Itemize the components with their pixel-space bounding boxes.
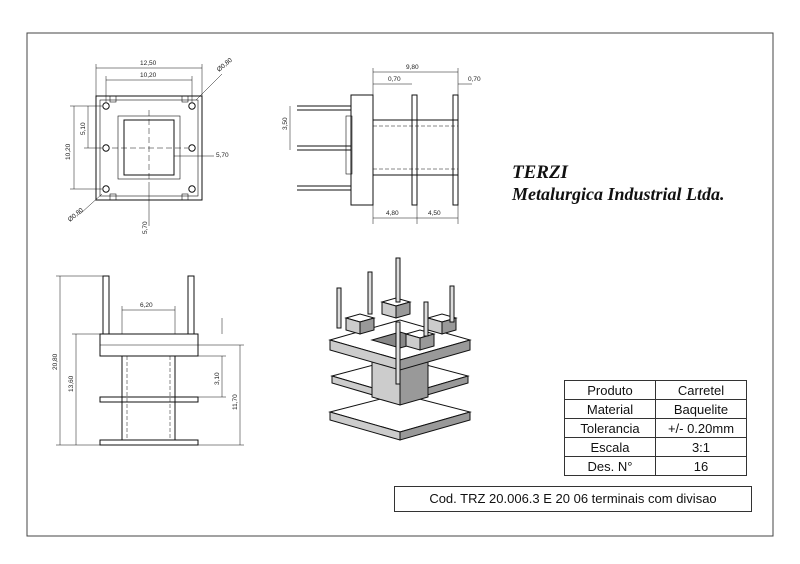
title-row: Produto Carretel xyxy=(564,380,747,400)
title-row: Material Baquelite xyxy=(564,399,747,419)
dim-front-gap: 3,10 xyxy=(214,372,221,385)
dim-top-inner-width: 10,20 xyxy=(140,72,157,79)
title-row: Escala 3:1 xyxy=(564,437,747,457)
dim-front-lower: 11,70 xyxy=(232,394,239,410)
title-label: Des. N° xyxy=(564,456,656,476)
title-value: +/- 0.20mm xyxy=(655,418,747,438)
title-row: Des. N° 16 xyxy=(564,456,747,476)
dim-top-outer-width: 12,50 xyxy=(140,60,157,67)
dim-side-seg-b: 4,50 xyxy=(428,210,441,217)
dim-side-seg-a: 4,80 xyxy=(386,210,399,217)
title-label: Escala xyxy=(564,437,656,457)
sheet-border xyxy=(26,32,774,537)
product-code: Cod. TRZ 20.006.3 E 20 06 terminais com … xyxy=(394,486,752,512)
top-view xyxy=(70,64,223,226)
company-name: TERZI xyxy=(512,162,568,183)
dim-front-body: 13,60 xyxy=(68,375,75,392)
dim-side-pin-off: 3,50 xyxy=(282,117,289,130)
dim-top-pitch: 5,10 xyxy=(80,122,87,135)
title-value: 16 xyxy=(655,456,747,476)
dim-front-overall: 20,80 xyxy=(52,353,59,370)
title-value: 3:1 xyxy=(655,437,747,457)
dim-top-window-b: 5,70 xyxy=(142,221,149,234)
title-label: Material xyxy=(564,399,656,419)
title-block: Produto Carretel Material Baquelite Tole… xyxy=(564,380,747,476)
title-value: Baquelite xyxy=(655,399,747,419)
dim-side-flange-a: 0,70 xyxy=(388,76,401,83)
front-view xyxy=(56,275,244,446)
side-view xyxy=(289,68,472,224)
dim-top-hole-dia: Ø0,80 xyxy=(216,57,234,74)
isometric-view xyxy=(328,257,472,441)
dim-top-window: 5,70 xyxy=(216,152,229,159)
company-subtitle: Metalurgica Industrial Ltda. xyxy=(512,184,725,204)
dim-side-flange-b: 0,70 xyxy=(468,76,481,83)
dim-top-height: 10,20 xyxy=(65,143,72,160)
title-label: Tolerancia xyxy=(564,418,656,438)
title-label: Produto xyxy=(564,380,656,400)
title-value: Carretel xyxy=(655,380,747,400)
title-row: Tolerancia +/- 0.20mm xyxy=(564,418,747,438)
dim-side-total: 9,80 xyxy=(406,64,419,71)
dim-front-core: 6,20 xyxy=(140,302,153,309)
dim-top-pin-dia: Ø0,80 xyxy=(67,207,85,224)
